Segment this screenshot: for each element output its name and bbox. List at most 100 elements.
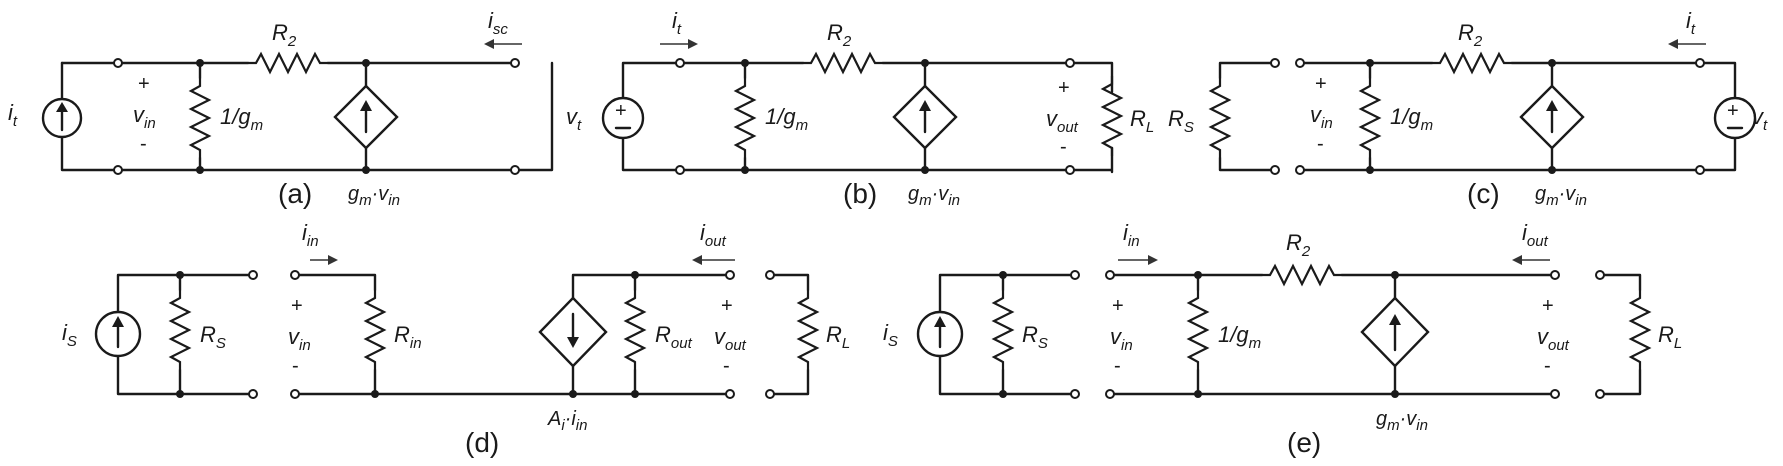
it-arrow (1668, 39, 1706, 49)
terminal (1270, 165, 1280, 175)
node (176, 271, 184, 279)
label-r2: R2 (272, 20, 297, 50)
label-is: iS (883, 320, 898, 350)
node (362, 166, 370, 174)
terminal (1595, 270, 1605, 280)
node (631, 271, 639, 279)
panel-c: + RS + vin - 1/gm R2 it vt gm·vin (c) (1168, 8, 1768, 209)
iout-arrow (692, 255, 735, 265)
node (921, 59, 929, 67)
it-arrow (660, 39, 698, 49)
label-is: iS (62, 320, 77, 350)
label-vin: vin (1110, 324, 1133, 354)
node (1391, 390, 1399, 398)
node (1548, 166, 1556, 174)
terminal (510, 58, 520, 68)
iout-arrow (1512, 255, 1550, 265)
label-vt: vt (1752, 104, 1768, 134)
resistor-r2 (1430, 52, 1514, 74)
terminal (1295, 165, 1305, 175)
resistor-rs (169, 288, 191, 372)
resistor-1-gm (1359, 76, 1381, 160)
label-minus: - (140, 133, 147, 155)
label-r2: R2 (1286, 230, 1311, 260)
label-minus-out: - (723, 355, 730, 377)
current-source-is (916, 310, 964, 358)
label-rout: Rout (655, 322, 693, 352)
caption-e: (e) (1287, 427, 1321, 458)
terminal (1550, 270, 1560, 280)
terminal (765, 270, 775, 280)
label-rl: RL (1658, 322, 1682, 352)
terminal (510, 165, 520, 175)
terminal (113, 58, 123, 68)
panel-a: it + vin - 1/gm R2 isc vt gm·vin (a) (8, 8, 582, 209)
resistor-r2 (246, 52, 330, 74)
label-gm-vin: gm·vin (1535, 183, 1587, 209)
panel-e: iS RS iin + vin - 1/gm R2 iout + vout - … (883, 220, 1682, 458)
node (741, 59, 749, 67)
dependent-current-source (892, 84, 958, 150)
terminal (290, 270, 300, 280)
terminal (725, 389, 735, 399)
dependent-current-source (333, 84, 399, 150)
voltage-source-vt: + (1713, 96, 1757, 140)
label-gm-vin: gm·vin (348, 183, 400, 209)
resistor-r2 (1260, 264, 1344, 286)
terminal (1070, 389, 1080, 399)
label-minus: - (292, 355, 299, 377)
label-1-gm: 1/gm (1390, 104, 1433, 134)
dependent-current-source (1519, 84, 1585, 150)
label-iout: iout (1522, 220, 1549, 250)
node (741, 166, 749, 174)
label-minus: - (1317, 133, 1324, 155)
terminal (1295, 58, 1305, 68)
label-isc: isc (488, 8, 508, 38)
dependent-current-source (538, 296, 608, 368)
label-1-gm: 1/gm (1218, 322, 1261, 352)
label-plus: + (1112, 295, 1124, 317)
label-vout: vout (1537, 324, 1570, 354)
node (569, 390, 577, 398)
iin-arrow (1118, 255, 1158, 265)
terminal (113, 165, 123, 175)
label-vout: vout (714, 324, 747, 354)
label-plus-out: + (1542, 295, 1554, 317)
resistor-rin (364, 288, 386, 372)
resistor-1-gm (189, 76, 211, 160)
isc-arrow (484, 39, 522, 49)
terminal (290, 389, 300, 399)
resistor-rs (1209, 76, 1231, 160)
label-vin: vin (133, 102, 156, 132)
label-gm-vin: gm·vin (1376, 408, 1428, 434)
label-minus-out: - (1544, 355, 1551, 377)
terminal (1550, 389, 1560, 399)
svg-text:+: + (615, 100, 627, 122)
label-1-gm: 1/gm (220, 104, 263, 134)
label-plus: + (138, 73, 150, 95)
current-source-is (94, 310, 142, 358)
label-rl: RL (826, 322, 850, 352)
label-vin: vin (288, 324, 311, 354)
label-rs: RS (1168, 106, 1194, 136)
label-r2: R2 (827, 20, 852, 50)
node (921, 166, 929, 174)
label-ai-iin: Ai·iin (547, 408, 587, 434)
label-rs: RS (200, 322, 226, 352)
node (1194, 390, 1202, 398)
panel-d: iS RS iin + vin - Rin Rout iout + vout -… (62, 220, 850, 458)
terminal (1695, 58, 1705, 68)
node (999, 271, 1007, 279)
resistor-r2 (801, 52, 885, 74)
resistor-1-gm (1187, 288, 1209, 372)
resistor-rl (1629, 288, 1651, 372)
node (362, 59, 370, 67)
label-it: it (1686, 8, 1696, 38)
node (1194, 271, 1202, 279)
terminal (1695, 165, 1705, 175)
label-1-gm: 1/gm (765, 104, 808, 134)
terminal (248, 270, 258, 280)
label-iout: iout (700, 220, 727, 250)
terminal (1065, 58, 1075, 68)
